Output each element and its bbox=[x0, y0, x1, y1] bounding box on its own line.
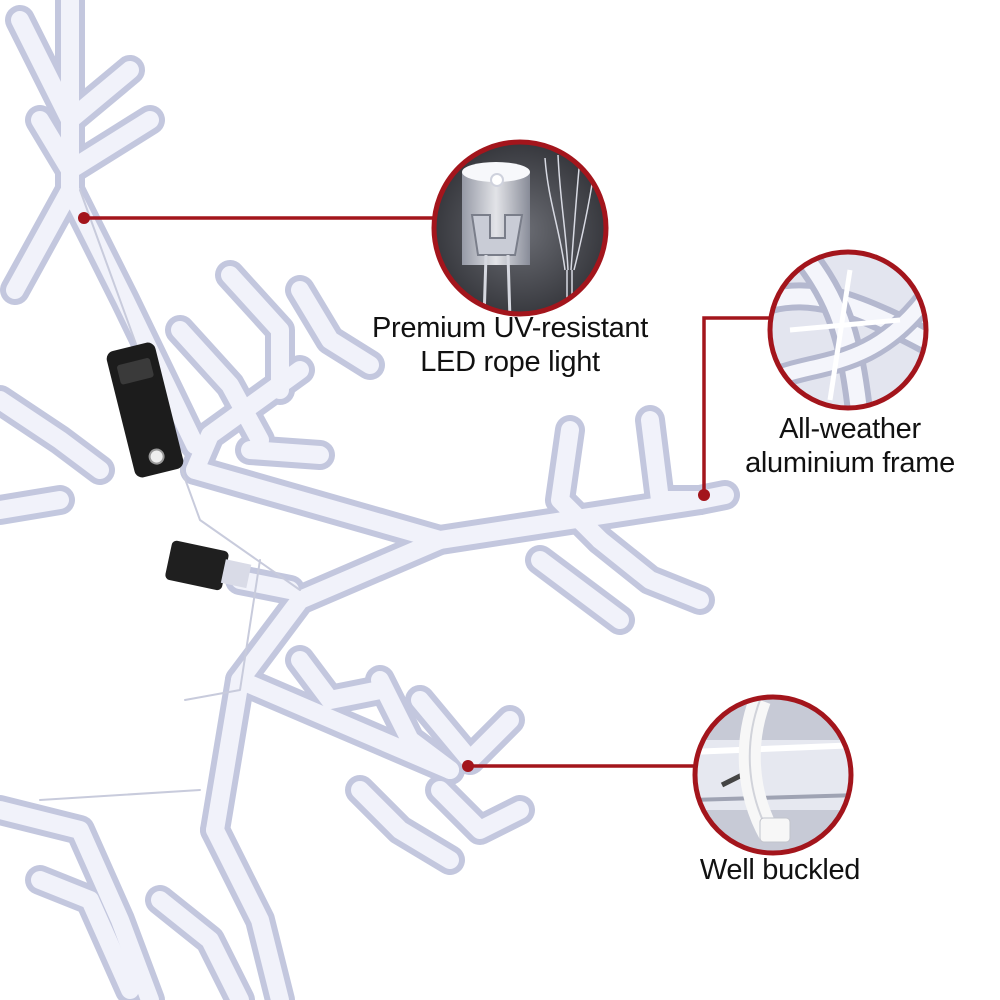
buckle-caption: Well buckled bbox=[660, 853, 900, 887]
led-bulb-icon bbox=[431, 139, 609, 317]
aluminium-frame-caption: All-weather aluminium frame bbox=[700, 412, 1000, 480]
rope-light-snowflake bbox=[0, 0, 740, 1000]
caption-line: LED rope light bbox=[420, 346, 600, 378]
led-rope-light-caption: Premium UV-resistant LED rope light bbox=[340, 311, 680, 379]
caption-line: Well buckled bbox=[699, 854, 861, 886]
callout-dot-buckle bbox=[462, 760, 474, 772]
callout-dot-frame bbox=[698, 489, 710, 501]
controller-box bbox=[106, 342, 184, 478]
callout-leaders bbox=[84, 216, 770, 768]
caption-line: Premium UV-resistant bbox=[371, 312, 648, 344]
callout-dot-led bbox=[78, 212, 90, 224]
power-connector bbox=[165, 540, 252, 591]
frame-joint-icon bbox=[767, 249, 929, 411]
caption-line: All-weather bbox=[779, 413, 921, 445]
caption-line: aluminium frame bbox=[745, 447, 955, 479]
cable-clip-icon bbox=[692, 694, 854, 856]
